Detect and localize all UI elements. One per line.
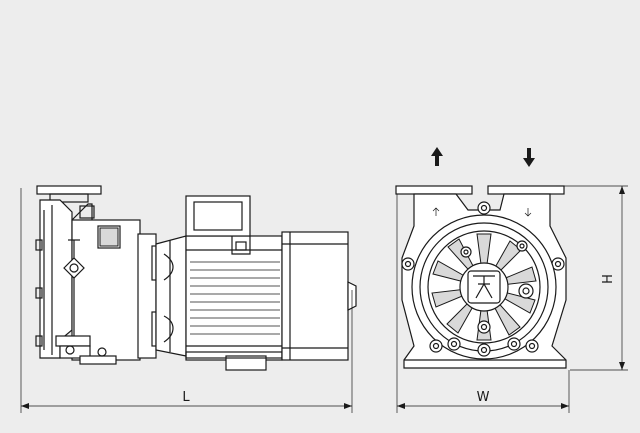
side-fan-cover [281, 231, 349, 361]
brand-logo-icon [467, 270, 501, 304]
side-coupling-flange [137, 233, 157, 359]
side-motor-body [185, 235, 283, 361]
front-inlet-flange [487, 185, 565, 195]
front-view [395, 185, 567, 369]
length-label: L [182, 390, 190, 405]
side-valve [63, 257, 85, 279]
width-label: W [477, 390, 490, 405]
arrow-up-icon [431, 147, 443, 166]
front-outlet-flange [395, 185, 473, 195]
side-top-flange [36, 185, 102, 195]
arrow-down-icon [523, 148, 535, 167]
side-terminal-box [185, 195, 251, 237]
height-label: H [601, 274, 616, 284]
side-view [35, 185, 357, 371]
side-pump-body [39, 199, 73, 359]
width-dimension: W [396, 194, 570, 413]
side-motor-fins [190, 261, 280, 335]
side-motor-foot [225, 355, 267, 371]
height-dimension: H [556, 185, 628, 371]
length-dimension: L [20, 188, 353, 413]
